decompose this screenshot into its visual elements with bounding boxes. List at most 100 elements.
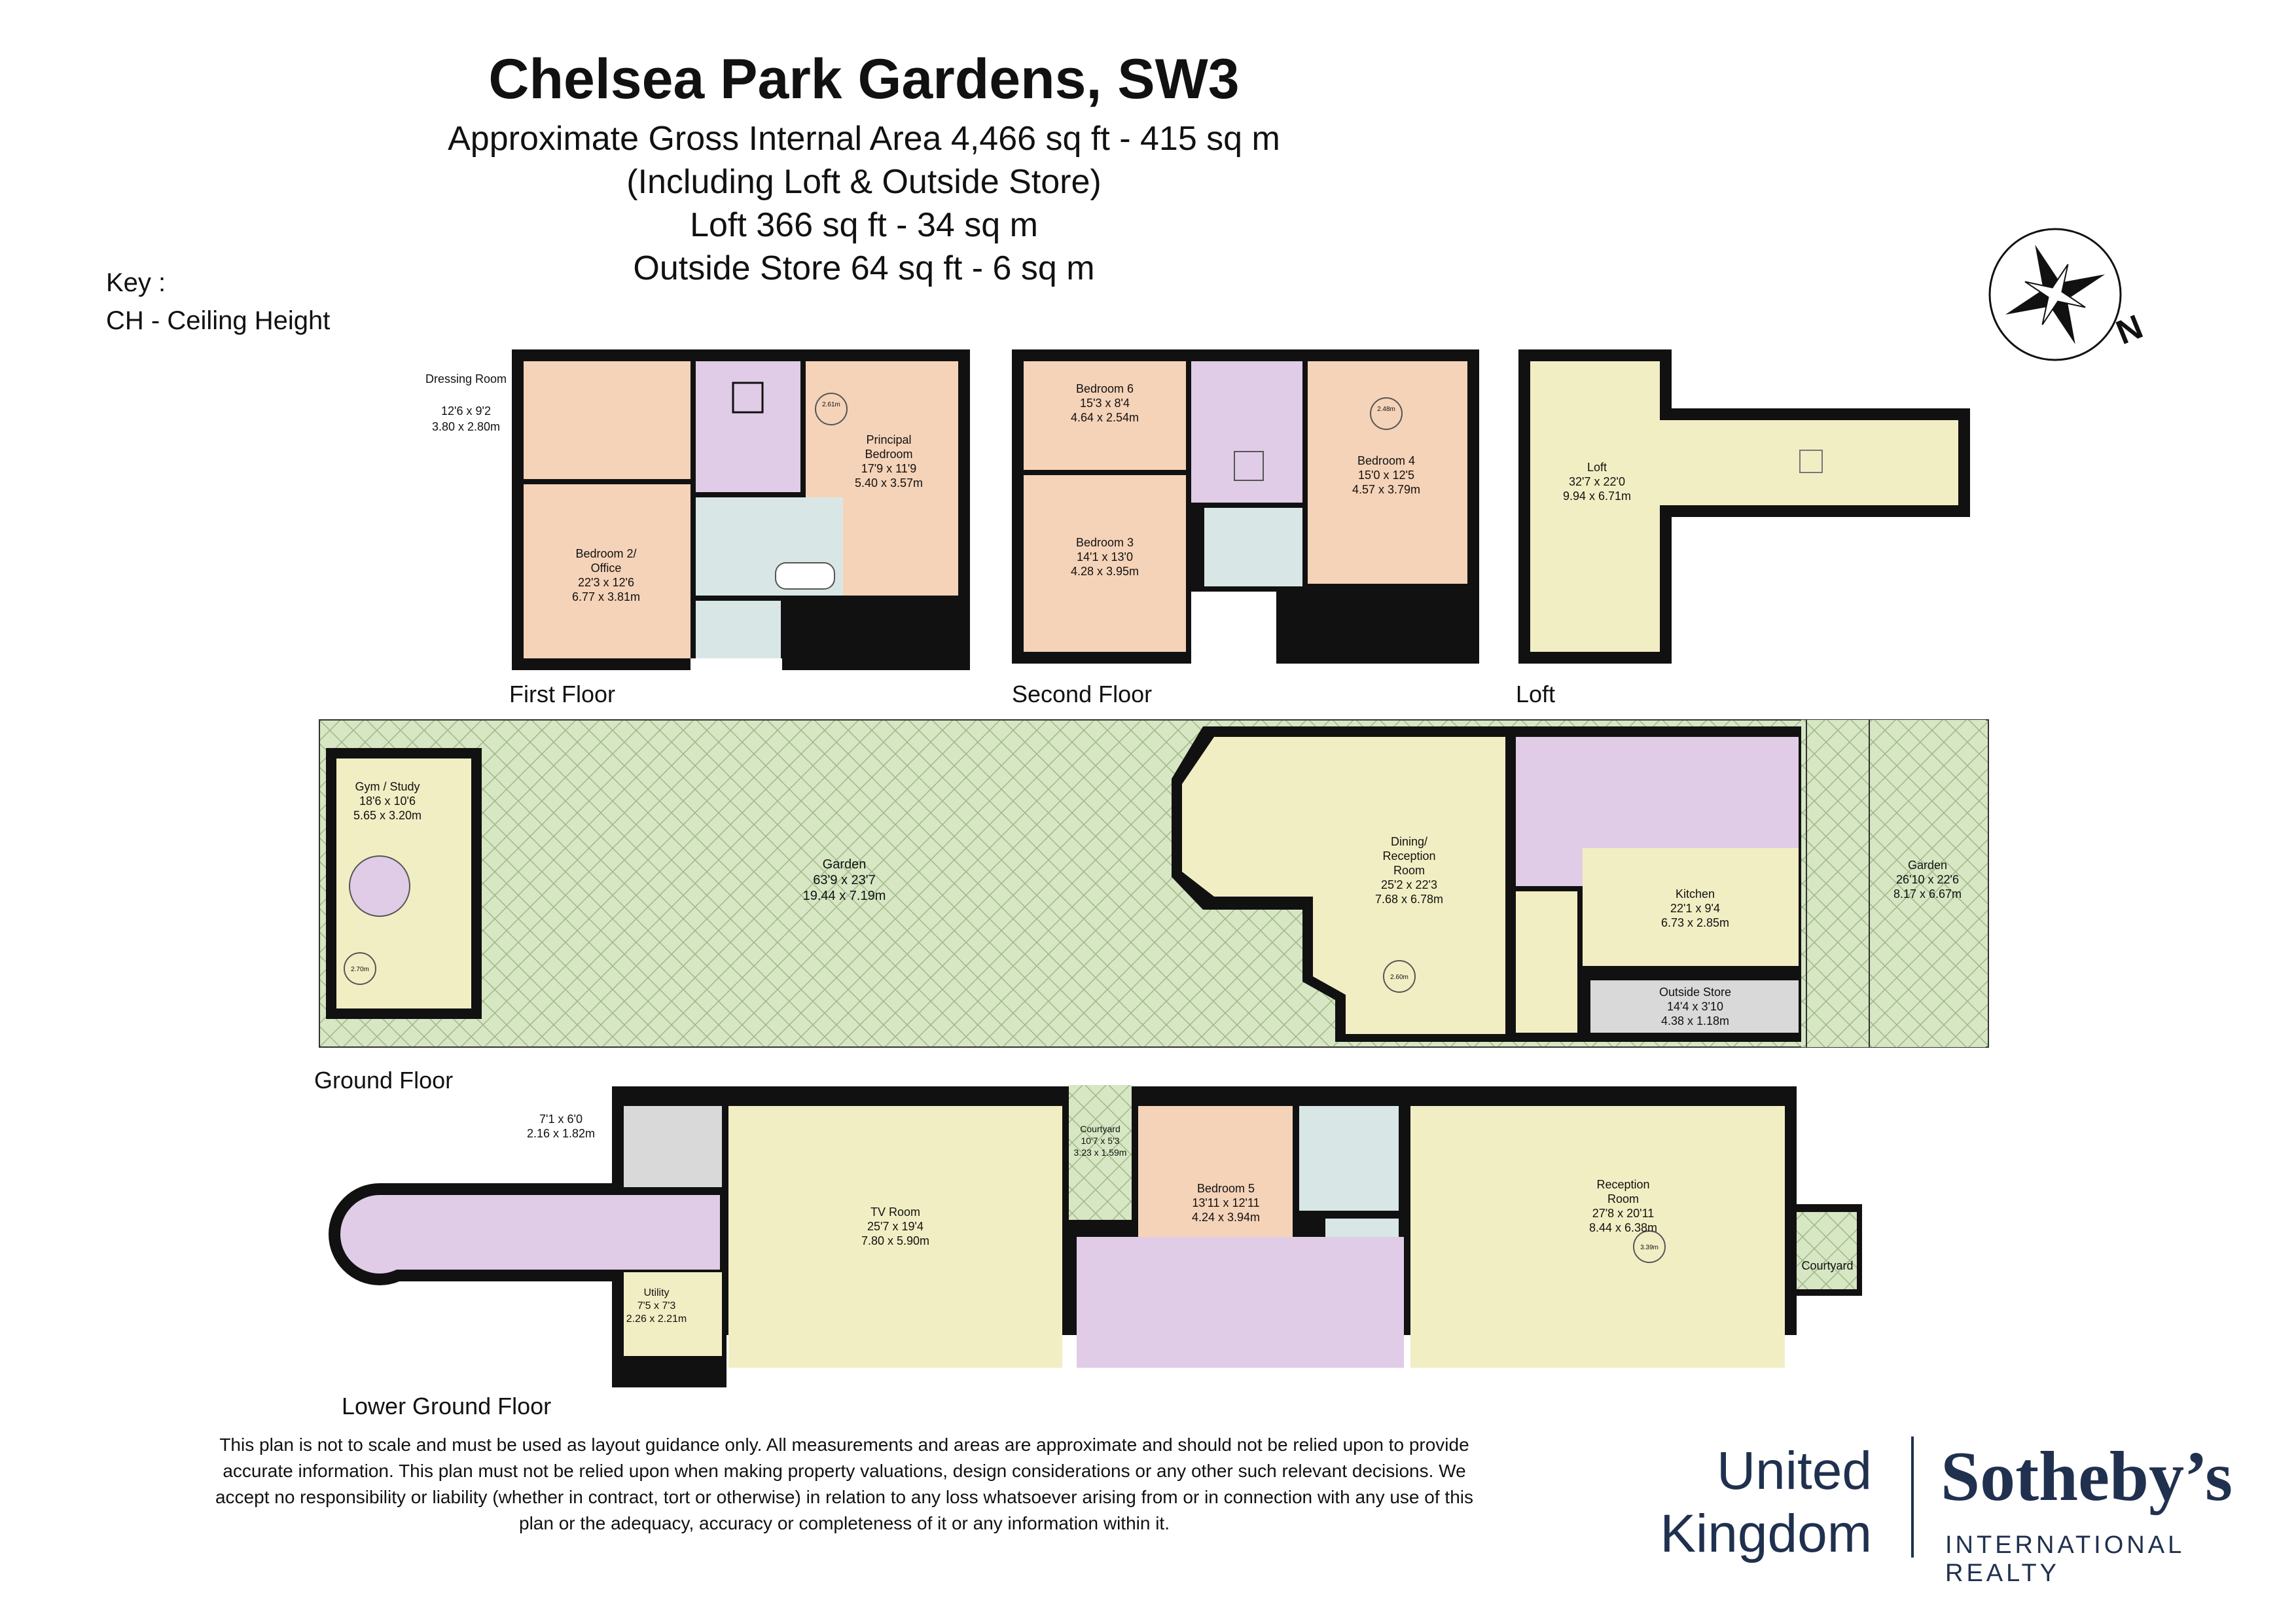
courtyard-lg-area <box>1069 1085 1132 1220</box>
bedroom2-name-2: Office <box>591 562 622 575</box>
bedroom5-metric: 4.24 x 3.94m <box>1192 1211 1260 1224</box>
bedroom6-area <box>1024 361 1186 470</box>
lg-corridor-area <box>380 1195 720 1270</box>
garden-main-metric: 19.44 x 7.19m <box>803 889 886 903</box>
kitchen-area <box>1583 848 1799 966</box>
bedroom4-name: Bedroom 4 <box>1357 454 1415 467</box>
bedroom2-metric: 6.77 x 3.81m <box>572 590 640 603</box>
gym-ch-label: 2.70m <box>351 966 369 973</box>
dining-reception-area <box>1182 737 1505 1034</box>
outside-store-line: Outside Store 64 sq ft - 6 sq m <box>633 249 1095 287</box>
reception-name-2: Room <box>1607 1192 1639 1205</box>
compass-icon: N <box>1988 228 2148 361</box>
garden-front-metric: 8.17 x 6.67m <box>1893 887 1962 901</box>
region-line-2: Kingdom <box>1660 1504 1872 1563</box>
reception-name-1: Reception <box>1596 1178 1649 1191</box>
courtyard-lg-imperial: 10'7 x 5'3 <box>1081 1135 1119 1146</box>
second-landing-area <box>1191 361 1302 503</box>
kitchen-metric: 6.73 x 2.85m <box>1661 916 1729 929</box>
bedroom4-imperial: 15'0 x 12'5 <box>1358 469 1414 482</box>
plan-title: Chelsea Park Gardens, SW3 <box>488 48 1240 111</box>
bedroom3-name: Bedroom 3 <box>1076 536 1134 549</box>
compass-north-label: N <box>2111 308 2148 352</box>
gym-metric: 5.65 x 3.20m <box>353 809 422 822</box>
lg-hall-area <box>1077 1237 1404 1368</box>
dining-metric: 7.68 x 6.78m <box>1375 893 1443 906</box>
bedroom2-imperial: 22'3 x 12'6 <box>578 576 634 589</box>
bedroom2-name-1: Bedroom 2/ <box>575 547 636 560</box>
bedroom3-area <box>1024 475 1186 652</box>
dressing-room-area <box>524 361 691 479</box>
lg-store-area <box>624 1106 722 1187</box>
gym-name: Gym / Study <box>355 780 420 793</box>
dining-name-2: Reception <box>1382 849 1435 863</box>
bedroom6-name: Bedroom 6 <box>1076 382 1134 395</box>
gym-imperial: 18'6 x 10'6 <box>359 794 416 808</box>
loft-plan <box>1518 349 1970 664</box>
dining-name-1: Dining/ <box>1391 835 1427 848</box>
garden-main-imperial: 63'9 x 23'7 <box>813 873 876 887</box>
reception-area <box>1410 1106 1785 1368</box>
utility-name: Utility <box>643 1287 669 1298</box>
first-floor-label: First Floor <box>509 681 615 707</box>
second-bathroom-area <box>1204 508 1302 586</box>
key-heading: Key : <box>106 268 166 297</box>
outside-store-metric: 4.38 x 1.18m <box>1661 1014 1729 1027</box>
bedroom5-imperial: 13'11 x 12'11 <box>1192 1196 1259 1209</box>
second-floor-plan <box>1012 349 1479 664</box>
lg-store-metric: 2.16 x 1.82m <box>527 1127 595 1140</box>
dressing-room-name: Dressing Room <box>425 372 507 385</box>
principal-metric: 5.40 x 3.57m <box>855 476 923 490</box>
lower-ground-floor-label: Lower Ground Floor <box>342 1393 552 1419</box>
brand-subtitle: INTERNATIONAL REALTY <box>1945 1531 2184 1587</box>
ground-floor-label: Ground Floor <box>314 1067 454 1094</box>
brand-divider <box>1911 1436 1914 1558</box>
bedroom4-metric: 4.57 x 3.79m <box>1352 483 1420 496</box>
dining-imperial: 25'2 x 22'3 <box>1381 878 1437 891</box>
principal-name-1: Principal <box>866 433 911 446</box>
utility-area <box>624 1272 722 1356</box>
garden-main-name: Garden <box>823 857 867 872</box>
bedroom2-area <box>524 484 691 658</box>
utility-imperial: 7'5 x 7'3 <box>637 1300 676 1311</box>
reception-imperial: 27'8 x 20'11 <box>1592 1207 1655 1220</box>
dining-name-3: Room <box>1393 864 1425 877</box>
dining-ch-label: 2.60m <box>1390 974 1408 981</box>
key-entry: CH - Ceiling Height <box>106 306 331 335</box>
outside-store-name: Outside Store <box>1659 986 1731 999</box>
including-line: (Including Loft & Outside Store) <box>626 163 1102 201</box>
loft-name: Loft <box>1587 461 1607 474</box>
first-landing-area <box>696 361 800 492</box>
courtyard-right-name: Courtyard <box>1801 1259 1853 1272</box>
first-floor-plan <box>512 349 970 670</box>
loft-area-line: Loft 366 sq ft - 34 sq m <box>690 206 1038 244</box>
ground-floor-plan <box>319 719 1989 1048</box>
dressing-room-metric: 3.80 x 2.80m <box>432 420 500 433</box>
garden-front-name: Garden <box>1908 859 1947 872</box>
dressing-room-imperial: 12'6 x 9'2 <box>441 404 491 418</box>
lg-bathroom-area <box>1299 1106 1399 1211</box>
region-line-1: United <box>1716 1441 1872 1501</box>
tv-room-name: TV Room <box>870 1205 920 1219</box>
outside-store-imperial: 14'4 x 3'10 <box>1667 1000 1723 1013</box>
bedroom4-ch-label: 2.48m <box>1377 406 1395 413</box>
kitchen-name: Kitchen <box>1676 887 1715 901</box>
kitchen-imperial: 22'1 x 9'4 <box>1670 902 1720 915</box>
garden-front-imperial: 26'10 x 22'6 <box>1896 873 1959 886</box>
bedroom6-imperial: 15'3 x 8'4 <box>1080 397 1130 410</box>
courtyard-lg-metric: 3.23 x 1.59m <box>1074 1147 1127 1158</box>
reception-ch-label: 3.39m <box>1640 1244 1659 1251</box>
bedroom5-name: Bedroom 5 <box>1197 1182 1255 1195</box>
second-floor-label: Second Floor <box>1012 681 1153 707</box>
loft-floor-label: Loft <box>1516 681 1556 707</box>
tv-room-area <box>728 1106 1062 1368</box>
principal-ch-label: 2.61m <box>822 401 840 408</box>
utility-metric: 2.26 x 2.21m <box>626 1313 687 1325</box>
lower-ground-floor-plan <box>329 1085 1862 1387</box>
lg-store-imperial: 7'1 x 6'0 <box>539 1113 583 1126</box>
principal-name-2: Bedroom <box>865 448 912 461</box>
loft-metric: 9.94 x 6.71m <box>1563 490 1631 503</box>
disclaimer-text: This plan is not to scale and must be us… <box>215 1435 1473 1533</box>
bedroom6-metric: 4.64 x 2.54m <box>1071 411 1139 424</box>
region-text: United Kingdom <box>1649 1440 1872 1565</box>
